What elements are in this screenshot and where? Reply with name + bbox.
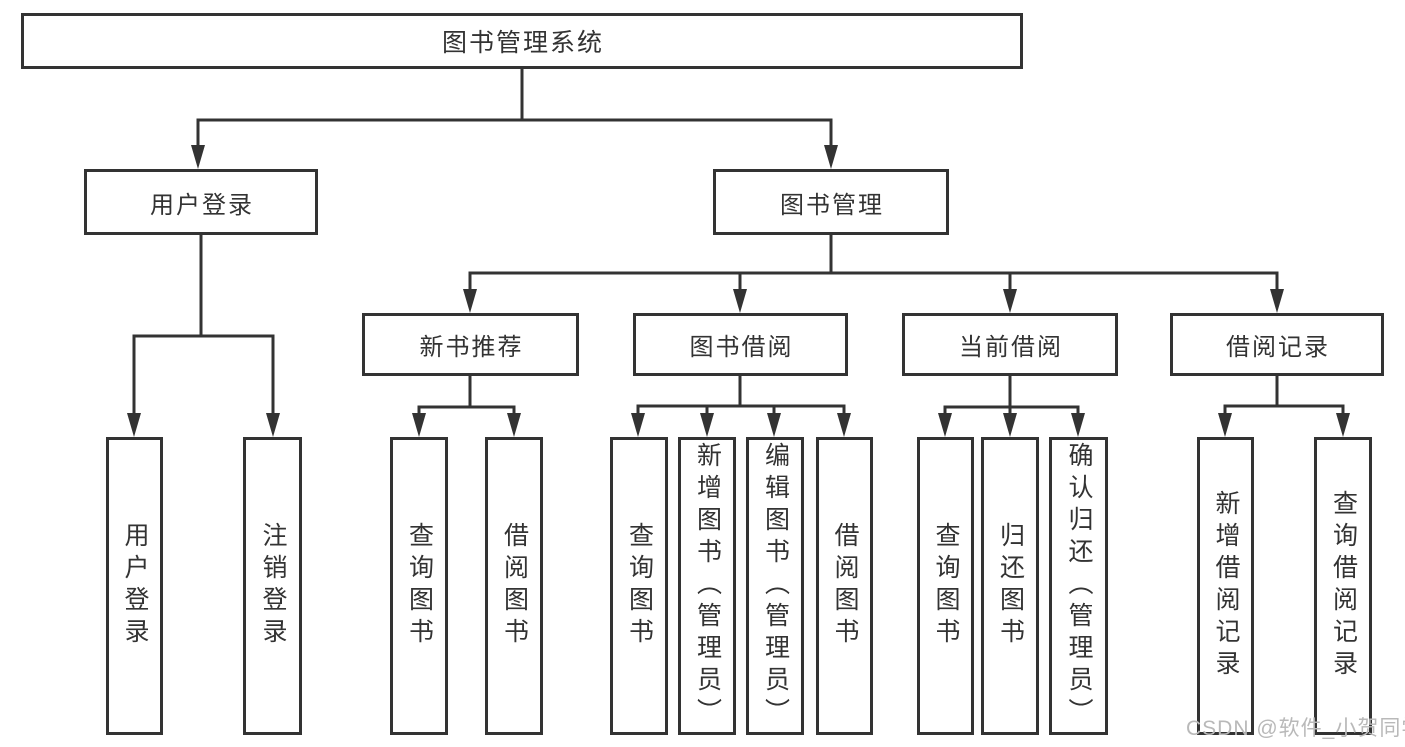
node-login: 用户登录 xyxy=(106,437,163,735)
node-query-books-3: 查询图书 xyxy=(917,437,974,735)
node-add-borrow-record: 新增借阅记录 xyxy=(1197,437,1254,735)
node-query-books-2: 查询图书 xyxy=(610,437,668,735)
node-book-management: 图书管理 xyxy=(713,169,949,235)
node-borrowing-records: 借阅记录 xyxy=(1170,313,1384,376)
node-confirm-return-admin: 确认归还（管理员） xyxy=(1049,437,1108,735)
watermark: CSDN @软件_小贺同学 xyxy=(1186,717,1405,740)
node-new-book-recommend: 新书推荐 xyxy=(362,313,579,376)
node-root: 图书管理系统 xyxy=(21,13,1023,69)
node-current-borrowing: 当前借阅 xyxy=(902,313,1118,376)
node-logout: 注销登录 xyxy=(243,437,302,735)
node-add-book-admin: 新增图书（管理员） xyxy=(678,437,736,735)
node-return-book: 归还图书 xyxy=(981,437,1039,735)
node-edit-book-admin: 编辑图书（管理员） xyxy=(746,437,804,735)
node-query-books-1: 查询图书 xyxy=(390,437,448,735)
node-borrow-books-2: 借阅图书 xyxy=(816,437,873,735)
node-borrow-books-1: 借阅图书 xyxy=(485,437,543,735)
node-book-borrowing: 图书借阅 xyxy=(633,313,848,376)
node-user-login: 用户登录 xyxy=(84,169,318,235)
node-query-borrow-record: 查询借阅记录 xyxy=(1314,437,1372,735)
